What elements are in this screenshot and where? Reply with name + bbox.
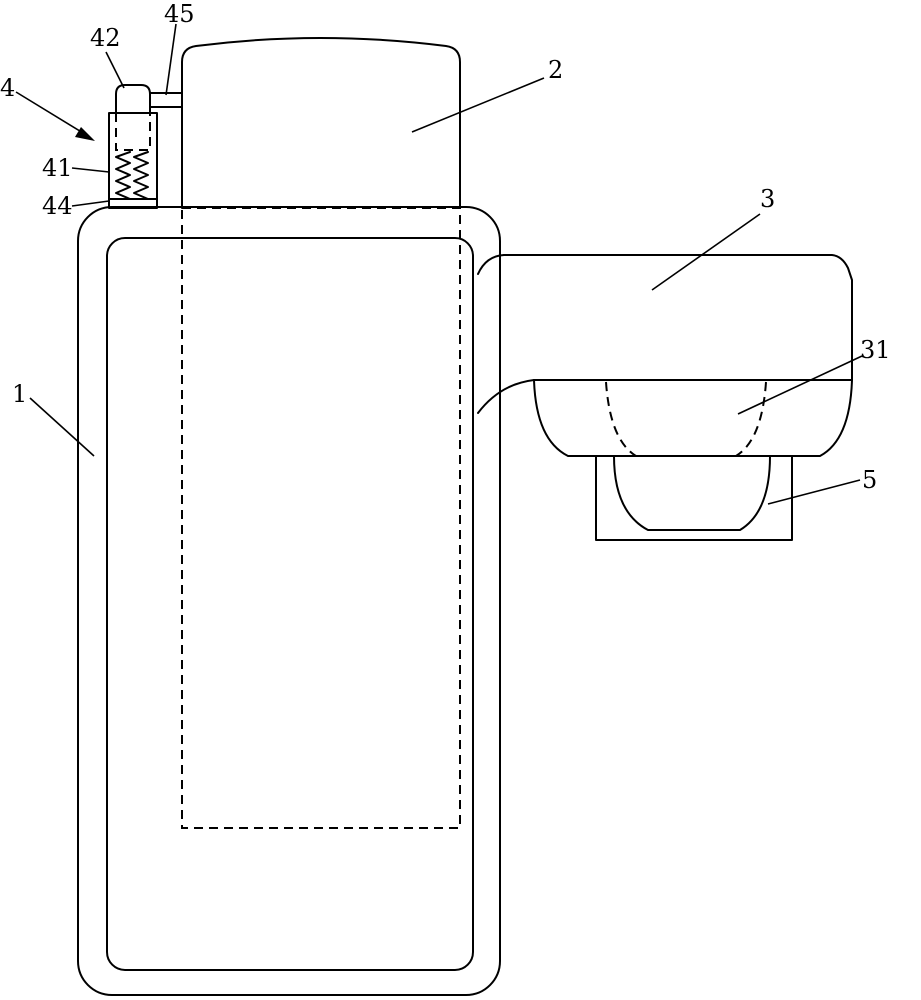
reference-labels: 1 2 3 31 5 4 42 45 41 44	[0, 0, 891, 494]
label-assembly: 4	[0, 74, 15, 102]
leader-body	[29, 397, 95, 457]
side-assembly-part	[108, 84, 183, 209]
leader-tank	[411, 77, 545, 133]
label-tank: 2	[548, 56, 563, 84]
body-outer-wall	[77, 206, 501, 996]
tank-outline	[181, 37, 461, 209]
head-outline	[503, 254, 853, 381]
leader-link	[165, 23, 177, 96]
label-cup: 5	[862, 466, 877, 494]
leader-assembly-arrowhead	[75, 127, 95, 141]
neck-upper-curve	[477, 254, 505, 275]
sleeve-outline	[108, 112, 158, 209]
body-inner-wall	[106, 237, 474, 971]
cup-holder	[595, 455, 793, 541]
leader-cap	[105, 51, 125, 89]
leader-head	[651, 213, 761, 291]
neck-lower-curve	[477, 379, 535, 414]
label-body: 1	[12, 380, 27, 408]
leader-cup	[767, 479, 861, 505]
leader-head-inner	[737, 355, 863, 415]
leader-assembly	[15, 91, 89, 137]
tank-part	[181, 37, 461, 829]
head-part	[477, 254, 853, 457]
leader-sleeve	[71, 167, 110, 173]
leader-base	[71, 200, 110, 207]
head-bowl-hidden	[605, 381, 767, 457]
cup-part	[595, 455, 793, 541]
leader-lines	[15, 23, 863, 505]
spring-right	[133, 151, 149, 200]
label-link: 45	[164, 0, 195, 28]
cap-outline	[115, 84, 151, 114]
spring-left	[115, 151, 131, 200]
label-sleeve: 41	[42, 154, 73, 182]
cup-bowl	[613, 455, 771, 531]
link-rod	[149, 92, 183, 108]
cap-hidden-part	[115, 113, 151, 151]
label-head: 3	[760, 185, 775, 213]
label-head-inner: 31	[860, 336, 891, 364]
tank-hidden-outline	[181, 207, 461, 829]
label-base: 44	[42, 192, 73, 220]
head-bowl-outer	[533, 379, 853, 457]
main-body-part	[77, 206, 501, 996]
label-cap: 42	[90, 24, 121, 52]
